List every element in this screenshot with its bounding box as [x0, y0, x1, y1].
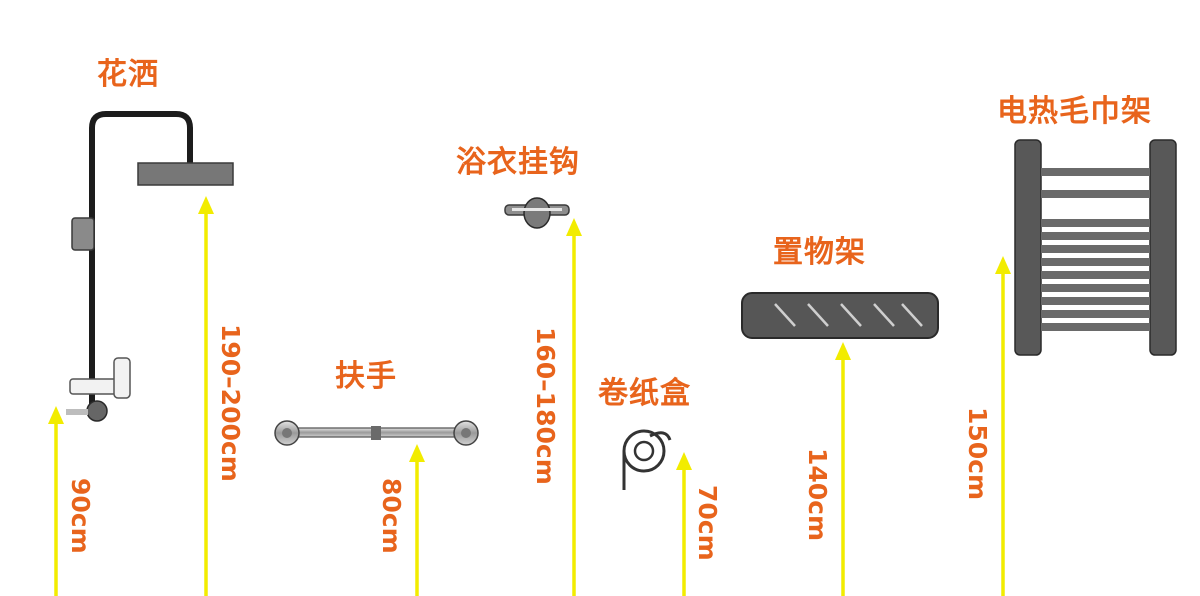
label-robe-hook: 浴衣挂钩	[456, 145, 580, 180]
height-grab-bar: 80cm	[377, 478, 406, 554]
arrow-shelf	[835, 342, 851, 596]
robe-hook-icon	[504, 197, 570, 229]
label-shower: 花洒	[97, 57, 159, 92]
arrow-grab-bar	[409, 444, 425, 596]
height-robe-hook: 160–180cm	[531, 327, 560, 485]
label-shelf: 置物架	[773, 235, 866, 270]
arrow-paper-holder	[676, 452, 692, 596]
height-shelf: 140cm	[803, 448, 832, 542]
height-paper-holder: 70cm	[693, 485, 722, 561]
shelf-icon	[741, 292, 939, 339]
height-arrows	[48, 196, 1011, 596]
shower-set-icon	[66, 111, 234, 422]
grab-bar-icon	[274, 420, 479, 446]
height-towel-rail: 150cm	[963, 407, 992, 501]
label-grab-bar: 扶手	[335, 359, 397, 394]
arrow-robe-hook	[566, 218, 582, 596]
arrow-shower-head	[198, 196, 214, 596]
heated-towel-rail-icon	[1014, 139, 1177, 356]
label-paper-holder: 卷纸盒	[598, 376, 691, 411]
height-shower: 190–200cm	[216, 324, 245, 482]
arrow-shower-mixer	[48, 406, 64, 596]
toilet-paper-holder-icon	[622, 429, 672, 490]
height-mixer: 90cm	[66, 478, 95, 554]
label-towel-rail: 电热毛巾架	[997, 94, 1152, 129]
arrow-towel-rail	[995, 256, 1011, 596]
